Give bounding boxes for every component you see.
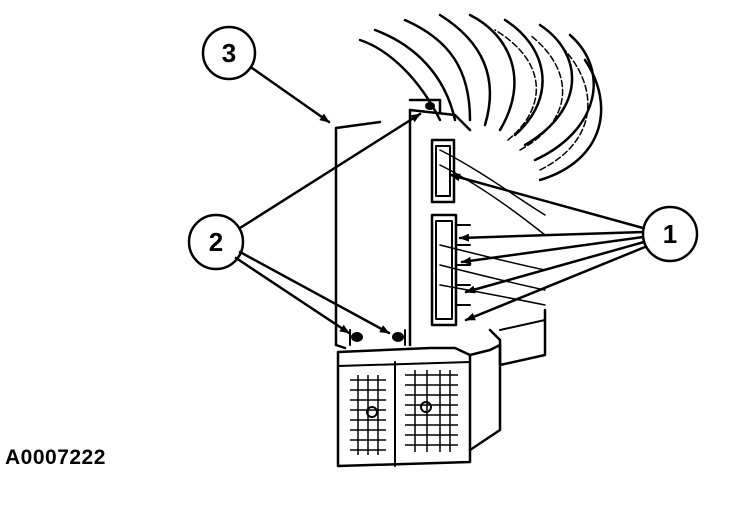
svg-text:2: 2 [209,227,223,257]
callout-2: 2 [187,112,422,335]
wiring-harness [358,13,603,306]
callout-1: 1 [449,173,699,322]
svg-text:3: 3 [222,38,236,68]
figure-id: A0007222 [5,446,106,469]
lower-connector-block [336,343,502,468]
pin-grid-right [405,370,458,452]
mounting-nuts [349,102,435,346]
connectors [430,138,471,327]
callout-3: 3 [201,25,331,124]
svg-text:1: 1 [663,219,677,249]
